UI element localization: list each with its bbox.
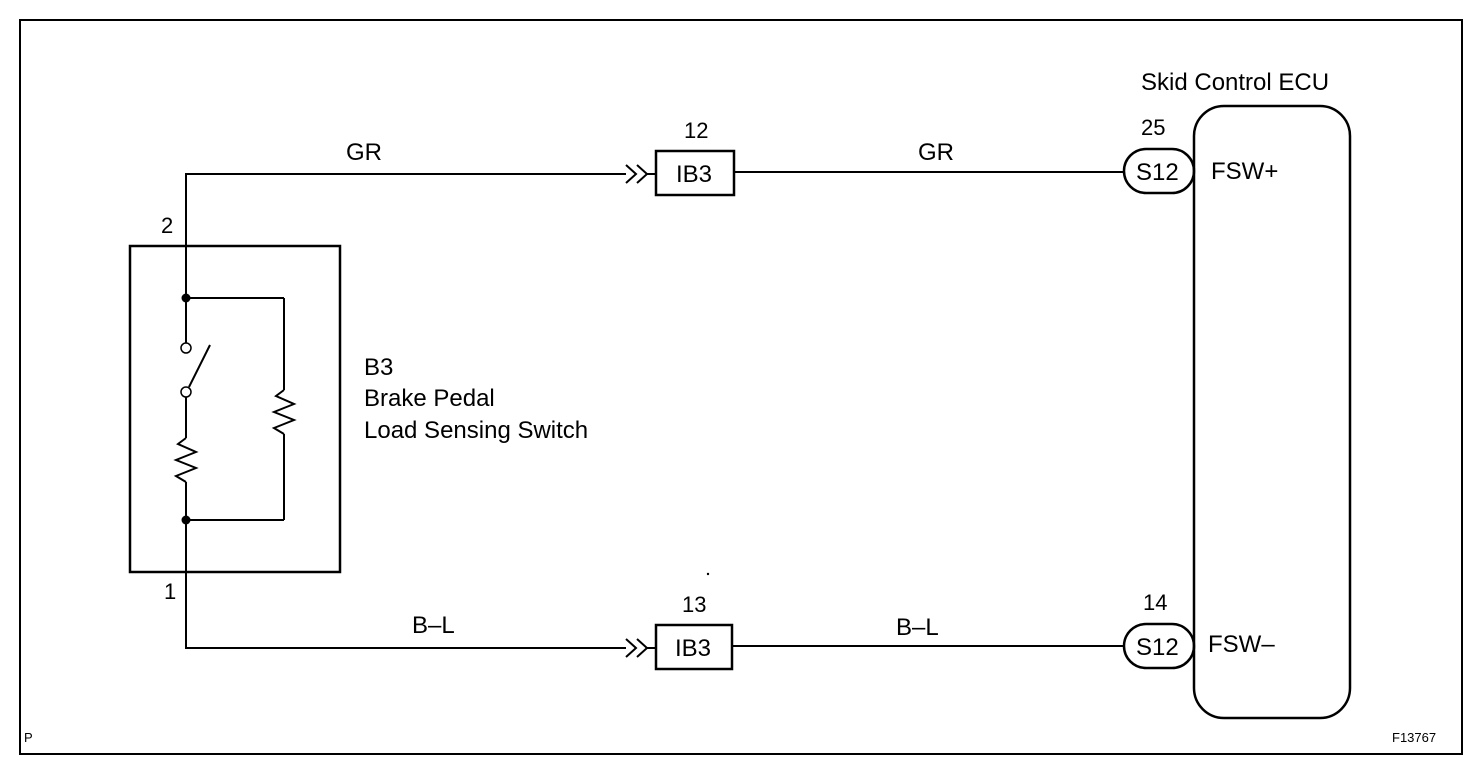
brake-pedal-load-sensing-switch: 2 1 B3 Brake Pedal Load Sensing Switch xyxy=(128,213,588,604)
ecu-title: Skid Control ECU xyxy=(1141,69,1329,96)
switch-blade xyxy=(188,344,211,388)
top-ecu-connector-label: S12 xyxy=(1136,159,1179,186)
parallel-resistor-symbol xyxy=(271,389,297,435)
diagram-frame xyxy=(19,19,1463,755)
component-name-line1: Brake Pedal xyxy=(364,385,495,412)
bottom-connector-arrow xyxy=(625,638,638,658)
top-wire-color-left: GR xyxy=(346,139,382,166)
switch-pin-top-label: 2 xyxy=(161,213,173,238)
series-resistor-symbol xyxy=(173,437,199,483)
bottom-wire-color-left: B–L xyxy=(412,612,455,639)
figure-id: F13767 xyxy=(1392,730,1436,745)
top-junction-pin: 12 xyxy=(684,118,708,143)
component-code: B3 xyxy=(364,354,393,381)
ecu-terminal-top: FSW+ xyxy=(1211,158,1278,185)
bottom-junction-pin: 13 xyxy=(682,592,706,617)
bottom-wire-color-right: B–L xyxy=(896,614,939,641)
ecu-terminal-bottom: FSW– xyxy=(1208,631,1275,658)
component-name-line2: Load Sensing Switch xyxy=(364,417,588,444)
wire-top: GR 12 IB3 GR 25 S12 xyxy=(185,115,1196,298)
switch-contact-upper xyxy=(180,342,192,354)
top-connector-arrow xyxy=(625,164,638,184)
switch-housing xyxy=(128,244,342,574)
top-ecu-pin: 25 xyxy=(1141,115,1165,140)
top-junction-connector-label: IB3 xyxy=(676,161,712,188)
bottom-junction-connector-label: IB3 xyxy=(675,635,711,662)
bottom-ecu-pin: 14 xyxy=(1143,590,1167,615)
bottom-ecu-connector-label: S12 xyxy=(1136,634,1179,661)
switch-contact-lower xyxy=(180,386,192,398)
switch-pin-bottom-label: 1 xyxy=(164,579,176,604)
skid-control-ecu: Skid Control ECU FSW+ FSW– xyxy=(1141,69,1352,720)
stray-mark xyxy=(706,572,710,576)
bottom-junction-connector-box xyxy=(654,623,734,671)
wire-bottom: B–L 13 IB3 B–L 14 S12 xyxy=(185,520,1196,671)
top-junction-connector-box xyxy=(654,149,736,197)
ecu-body xyxy=(1192,104,1352,720)
top-wire-color-right: GR xyxy=(918,139,954,166)
footer-left-mark: P xyxy=(24,730,33,745)
